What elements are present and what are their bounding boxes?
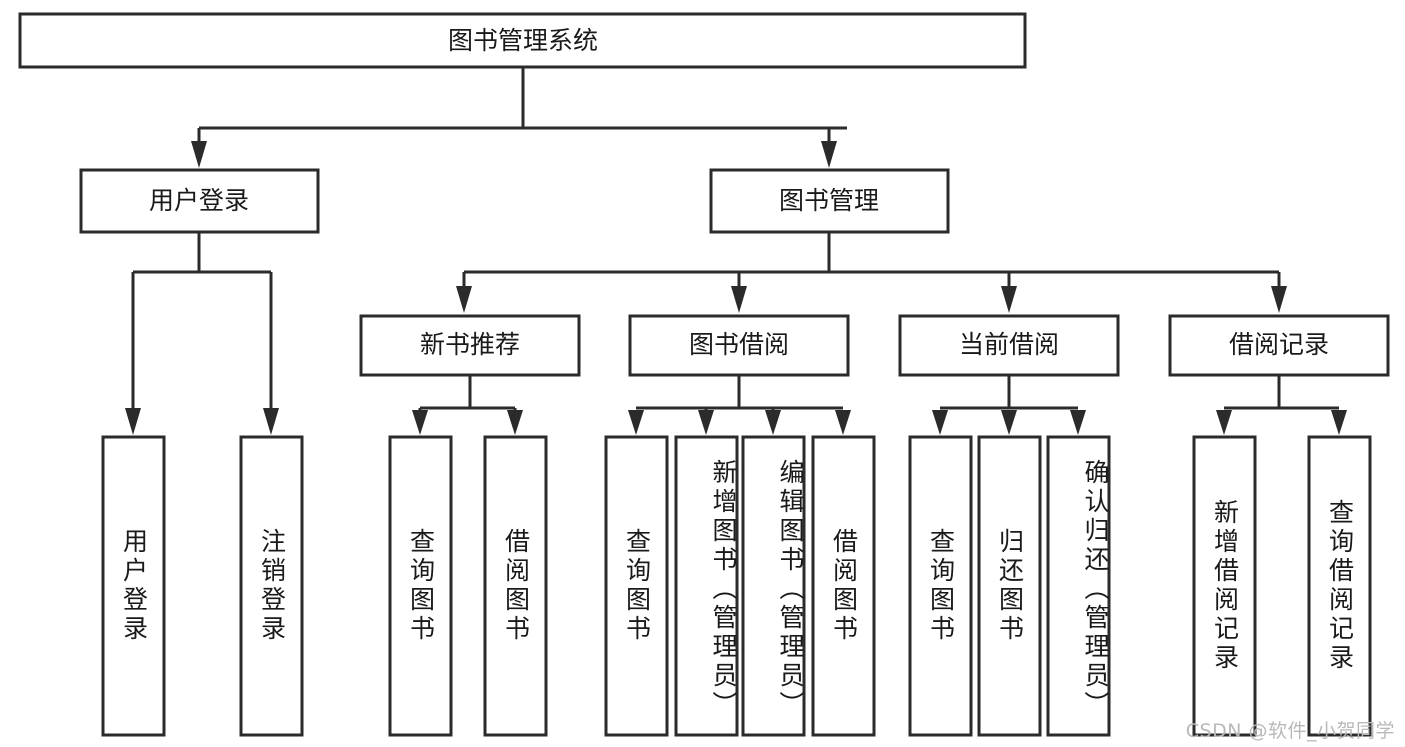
connector-group-user-login bbox=[125, 232, 279, 435]
arrowhead-book-mgmt bbox=[821, 141, 837, 168]
arrowhead-current-borrow bbox=[1001, 286, 1017, 313]
node-book-borrow[interactable]: 图书借阅 bbox=[628, 314, 850, 377]
arrowhead-leaf-user-login-1 bbox=[125, 408, 141, 435]
arrowhead-new-book-recommend bbox=[456, 286, 472, 313]
leaf-box-nbr-2[interactable] bbox=[483, 435, 548, 737]
node-book-borrow-label: 图书借阅 bbox=[689, 330, 789, 359]
watermark-label: CSDN @软件_小贺同学 bbox=[1185, 720, 1395, 742]
arrowhead-leaf-bb-4 bbox=[835, 410, 851, 435]
node-book-borrow-box[interactable] bbox=[628, 314, 850, 377]
leaf-boxes-new-book-recommend bbox=[388, 435, 548, 737]
arrowhead-leaf-nbr-1 bbox=[412, 410, 428, 435]
leaf-box-cb-1[interactable] bbox=[908, 435, 973, 737]
leaf-box-br-2[interactable] bbox=[1307, 435, 1372, 737]
arrowhead-book-borrow bbox=[731, 286, 747, 313]
leaf-boxes-borrow-record bbox=[1192, 435, 1372, 737]
leaf-box-bb-2[interactable] bbox=[674, 435, 739, 737]
leaf-box-nbr-1[interactable] bbox=[388, 435, 453, 737]
node-user-login-box[interactable] bbox=[79, 168, 320, 234]
node-book-management-box[interactable] bbox=[709, 168, 950, 234]
node-borrow-record[interactable]: 借阅记录 bbox=[1168, 314, 1390, 377]
node-new-book-recommend-box[interactable] bbox=[359, 314, 581, 377]
node-new-book-recommend[interactable]: 新书推荐 bbox=[359, 314, 581, 377]
leaf-box-bb-4[interactable] bbox=[811, 435, 876, 737]
leaf-box-bb-3[interactable] bbox=[741, 435, 806, 737]
connector-group-book-borrow bbox=[628, 375, 851, 435]
node-root[interactable]: 图书管理系统 bbox=[18, 12, 1027, 69]
leaf-boxes-user-login bbox=[101, 435, 304, 737]
arrowhead-leaf-cb-2 bbox=[1001, 410, 1017, 435]
arrowhead-leaf-br-1 bbox=[1216, 410, 1232, 435]
connector-group-current-borrow bbox=[932, 375, 1086, 435]
connector-group-new-book-recommend bbox=[412, 375, 523, 435]
arrowhead-leaf-bb-2 bbox=[698, 410, 714, 435]
arrowhead-leaf-br-2 bbox=[1331, 410, 1347, 435]
node-current-borrow-box[interactable] bbox=[898, 314, 1120, 377]
node-borrow-record-box[interactable] bbox=[1168, 314, 1390, 377]
connector-group-book-mgmt bbox=[456, 232, 1287, 313]
node-new-book-recommend-label: 新书推荐 bbox=[420, 330, 520, 359]
node-borrow-record-label: 借阅记录 bbox=[1229, 330, 1329, 359]
leaf-boxes-book-borrow bbox=[604, 435, 876, 737]
arrowhead-borrow-record bbox=[1271, 286, 1287, 313]
arrowhead-leaf-bb-1 bbox=[628, 410, 644, 435]
leaf-box-user-login-2[interactable] bbox=[239, 435, 304, 737]
node-user-login-label: 用户登录 bbox=[149, 186, 249, 215]
leaf-box-br-1[interactable] bbox=[1192, 435, 1257, 737]
node-book-management[interactable]: 图书管理 bbox=[709, 168, 950, 234]
leaf-box-user-login-1[interactable] bbox=[101, 435, 166, 737]
arrowhead-leaf-user-login-2 bbox=[263, 408, 279, 435]
arrowhead-leaf-cb-3 bbox=[1070, 410, 1086, 435]
node-current-borrow[interactable]: 当前借阅 bbox=[898, 314, 1120, 377]
connector-group-root bbox=[191, 67, 847, 168]
arrowhead-leaf-cb-1 bbox=[932, 410, 948, 435]
node-book-management-label: 图书管理 bbox=[779, 186, 879, 215]
node-root-label: 图书管理系统 bbox=[448, 26, 598, 55]
arrowhead-user-login bbox=[191, 141, 207, 168]
node-current-borrow-label: 当前借阅 bbox=[959, 330, 1059, 359]
leaf-box-bb-1[interactable] bbox=[604, 435, 669, 737]
connector-group-borrow-record bbox=[1216, 375, 1347, 435]
leaf-boxes-current-borrow bbox=[908, 435, 1111, 737]
arrowhead-leaf-bb-3 bbox=[765, 410, 781, 435]
node-root-box[interactable] bbox=[18, 12, 1027, 69]
node-user-login[interactable]: 用户登录 bbox=[79, 168, 320, 234]
leaf-box-cb-2[interactable] bbox=[977, 435, 1042, 737]
leaf-box-cb-3[interactable] bbox=[1046, 435, 1111, 737]
arrowhead-leaf-nbr-2 bbox=[507, 410, 523, 435]
